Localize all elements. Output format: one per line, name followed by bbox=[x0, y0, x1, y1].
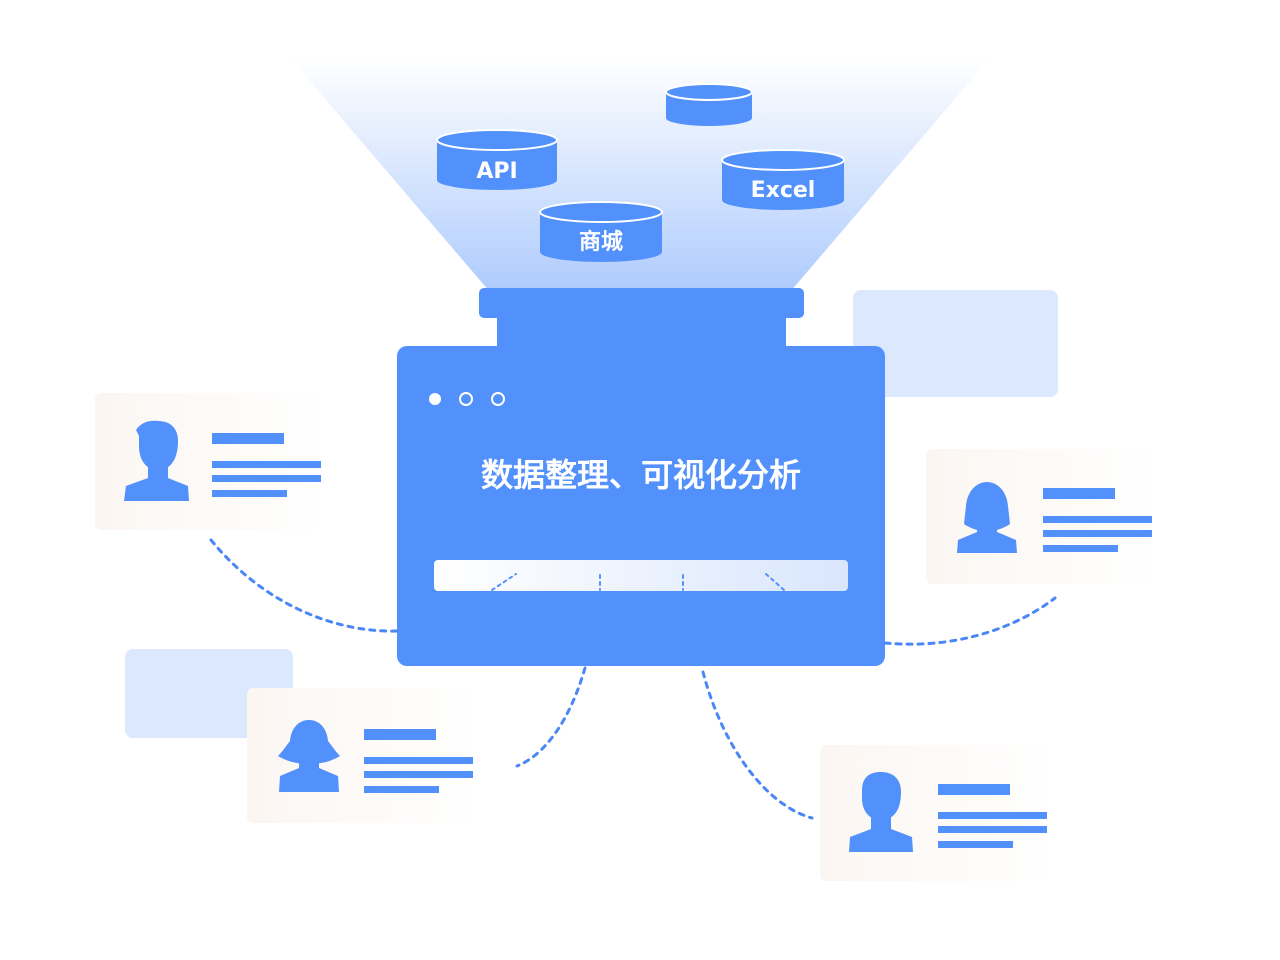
female-user-icon bbox=[278, 720, 340, 792]
connector-top-right bbox=[883, 596, 1057, 646]
database-excel-label: Excel bbox=[751, 178, 816, 203]
database-mall: 商城 bbox=[539, 201, 663, 262]
window-dot bbox=[459, 392, 473, 406]
funnel-beam bbox=[290, 58, 990, 292]
hub: 数据整理、可视化分析 bbox=[397, 288, 885, 666]
connector-top-left bbox=[209, 538, 400, 633]
user-card bbox=[247, 688, 479, 823]
user-card bbox=[95, 393, 327, 530]
database-blank bbox=[665, 83, 753, 126]
user-card-text-lines bbox=[364, 729, 473, 793]
progress-ticks bbox=[491, 573, 785, 591]
database-mall-label: 商城 bbox=[579, 229, 623, 255]
decor-panel-right bbox=[853, 290, 1058, 397]
male-user-icon bbox=[124, 420, 189, 501]
user-card-text-lines bbox=[212, 433, 321, 497]
connectors bbox=[209, 538, 1057, 820]
user-card bbox=[820, 745, 1058, 881]
database-api: API bbox=[436, 129, 558, 190]
connector-bottom-right bbox=[701, 670, 814, 820]
database-api-label: API bbox=[476, 159, 517, 184]
female-user-icon bbox=[957, 482, 1017, 553]
hub-progress-bar bbox=[434, 560, 848, 591]
window-dot-active bbox=[429, 393, 441, 405]
user-card-text-lines bbox=[938, 784, 1047, 848]
male-user-icon bbox=[849, 772, 913, 852]
user-card-text-lines bbox=[1043, 488, 1152, 552]
window-dot bbox=[491, 392, 505, 406]
hub-title: 数据整理、可视化分析 bbox=[481, 456, 801, 494]
user-card bbox=[926, 449, 1158, 584]
hub-collar bbox=[479, 288, 804, 318]
database-excel: Excel bbox=[721, 149, 845, 210]
connector-bottom-left bbox=[515, 666, 587, 768]
